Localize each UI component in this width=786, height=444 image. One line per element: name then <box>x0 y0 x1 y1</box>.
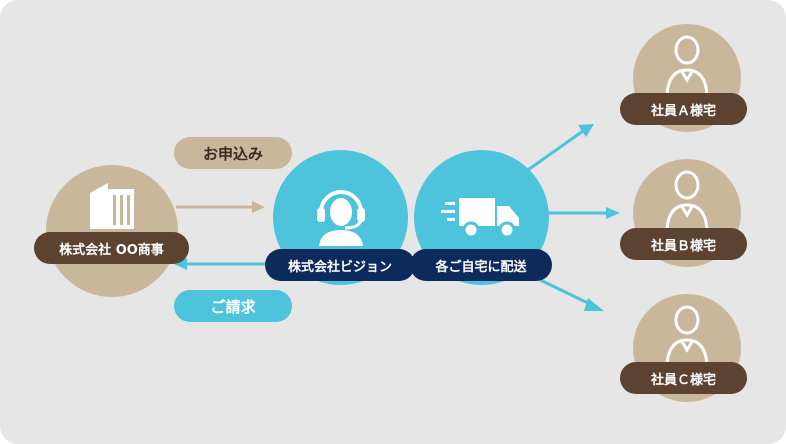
person-icon <box>665 35 709 94</box>
operator-headset-icon <box>317 190 365 246</box>
delivery-arrow-a <box>524 129 584 174</box>
vision-label: 株式会社ビジョン <box>265 249 415 281</box>
delivery-truck-icon <box>441 198 519 239</box>
employee-b-label: 社員Ｂ様宅 <box>620 228 747 260</box>
invoice-tag: ご請求 <box>174 290 292 322</box>
person-icon <box>665 170 709 229</box>
apply-tag: お申込み <box>174 137 292 169</box>
delivery-label: 各ご自宅に配送 <box>410 249 552 281</box>
employee-a-label: 社員Ａ様宅 <box>620 93 747 125</box>
client-node <box>46 165 178 297</box>
employee-c-label: 社員Ｃ様宅 <box>620 362 747 394</box>
building-icon <box>90 183 134 229</box>
client-label: 株式会社 OO商事 <box>34 232 189 264</box>
person-icon <box>665 305 709 364</box>
